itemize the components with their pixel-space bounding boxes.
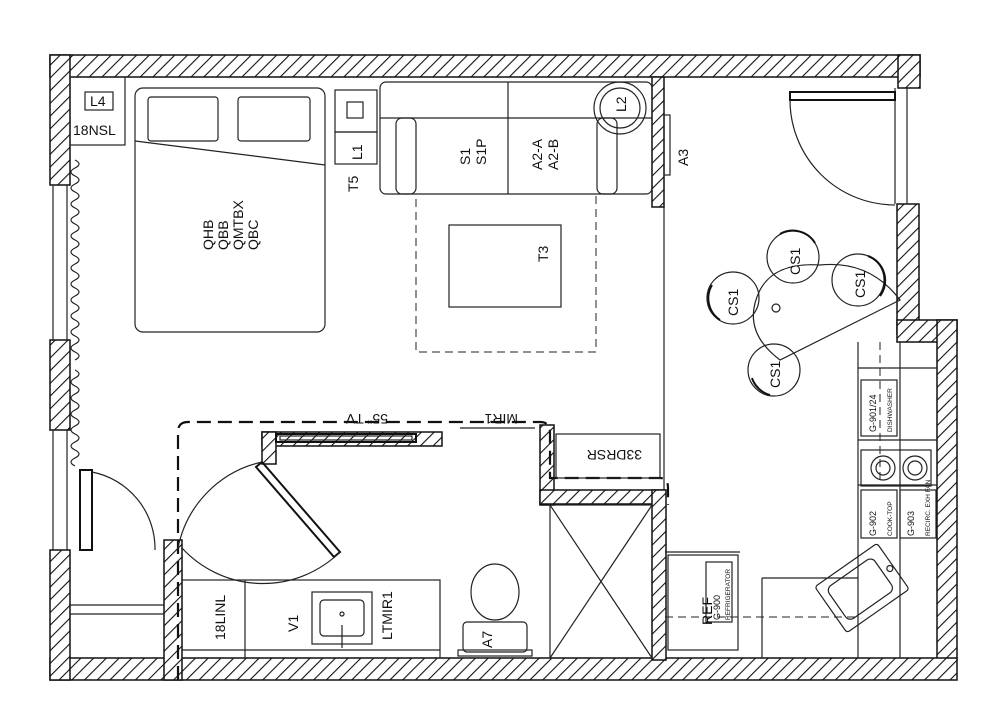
partitions <box>70 207 665 615</box>
label-cooktop: COOK-TOP <box>887 501 894 536</box>
label-qbb: QBB <box>215 220 231 250</box>
chair-2: CS1 <box>766 229 820 284</box>
label-mir1: MIR1 <box>484 411 518 427</box>
chair-1: CS1 <box>706 271 760 325</box>
shower <box>549 504 653 659</box>
label-l1: L1 <box>349 144 365 160</box>
label-dresser: 33DRSR <box>587 447 642 463</box>
label-cs1-b: CS1 <box>787 248 803 275</box>
bed: QHB QBB QMTBX QBC <box>134 87 326 333</box>
label-cs1-c: CS1 <box>852 271 868 298</box>
dresser: 33DRSR <box>555 433 661 479</box>
wall-art: A3 <box>663 114 691 176</box>
label-cs1-d: CS1 <box>767 361 783 388</box>
sofa: S1 S1P A2-A A2-B <box>379 81 653 195</box>
bathroom-door <box>177 460 342 585</box>
label-linen: 18LINL <box>212 595 228 640</box>
label-s1p: S1P <box>473 139 489 165</box>
label-a2a: A2-A <box>529 138 545 170</box>
label-g903: G-903 <box>906 511 916 536</box>
floor-lamp: L2 <box>593 81 647 135</box>
label-ref: REF <box>699 597 715 625</box>
label-g900: G-900 <box>712 595 722 620</box>
cooktop: G-902 COOK-TOP G-903 RECIRC. EXH FAN <box>860 449 937 539</box>
label-ltmir1: LTMIR1 <box>379 591 395 640</box>
label-hood: RECIRC. EXH FAN <box>925 479 932 536</box>
rug: T3 <box>415 193 597 353</box>
kitchen-sink <box>815 543 909 633</box>
label-t3: T3 <box>535 245 551 262</box>
label-qmtbx: QMTBX <box>230 200 246 250</box>
label-a7: A7 <box>479 631 495 648</box>
walls <box>49 54 958 681</box>
refrigerator: REF G-900 REFRIGERATOR <box>667 554 739 651</box>
label-g902: G-902 <box>868 511 878 536</box>
bathroom-outline <box>176 420 670 680</box>
label-g901: G-901/24 <box>868 394 878 432</box>
dishwasher: G-901/24 DISHWASHER <box>860 379 898 437</box>
toilet: A7 <box>457 563 533 657</box>
kitchen-counter <box>665 342 937 658</box>
label-cs1-a: CS1 <box>725 289 741 316</box>
label-t5: T5 <box>345 175 361 192</box>
label-refrigerator: REFRIGERATOR <box>725 569 732 620</box>
label-l2: L2 <box>613 96 629 112</box>
label-a2b: A2-B <box>545 139 561 170</box>
tv: 55" TV MIR1 <box>275 411 535 443</box>
dining-set: CS1 CS1 CS1 CS1 <box>706 229 901 397</box>
label-a3: A3 <box>675 149 691 166</box>
label-tv: 55" TV <box>345 411 388 427</box>
chair-4: CS1 <box>747 343 801 397</box>
entry-door <box>789 88 908 206</box>
label-qbc: QBC <box>245 220 261 250</box>
label-qhb: QHB <box>200 220 216 250</box>
left-windows <box>52 159 80 550</box>
label-s1: S1 <box>457 148 473 165</box>
label-nightstand: 18NSL <box>73 122 116 138</box>
vanity: 18LINL V1 LTMIR1 <box>181 579 441 659</box>
left-door <box>79 469 156 551</box>
end-table: L1 T5 <box>334 89 378 192</box>
nightstand: L4 18NSL <box>69 76 126 146</box>
label-dishwasher: DISHWASHER <box>887 388 894 432</box>
label-v1: V1 <box>285 615 301 632</box>
chair-3: CS1 <box>831 253 887 307</box>
label-l4: L4 <box>90 93 106 109</box>
